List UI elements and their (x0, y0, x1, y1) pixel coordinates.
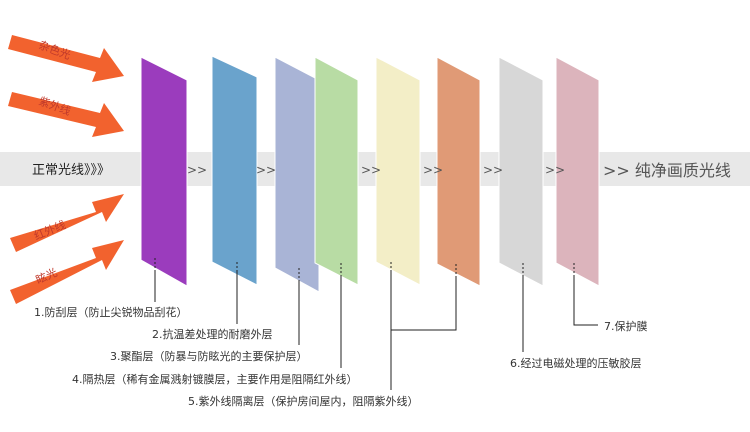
layer-adhesive (436, 56, 481, 287)
chevron-3: >> (361, 163, 381, 177)
layer-uv-isolation (375, 56, 421, 286)
output-light-label: >> 纯净画质光线 (603, 161, 731, 180)
arrow-label-infrared: 红外线 (32, 217, 68, 242)
legend-item-1: 1.防刮层（防止尖锐物品刮花） (34, 305, 188, 319)
layer-electromagnetic (498, 56, 544, 287)
chevron-6: >> (545, 163, 565, 177)
layer-heat-insulation (314, 56, 359, 286)
arrow-infrared: 红外线 (10, 194, 124, 252)
legend-item-5: 5.紫外线隔离层（保护房间屋内，阻隔紫外线） (188, 394, 419, 408)
chevron-4: >> (423, 163, 443, 177)
layer-wear-resistant (211, 55, 258, 286)
legend-item-7: 7.保护膜 (604, 319, 648, 333)
chevron-1: >> (187, 163, 207, 177)
legend-item-4: 4.隔热层（稀有金属溅射镀膜层，主要作用是阻隔红外线） (72, 372, 358, 386)
chevron-2: >> (256, 163, 276, 177)
chevron-5: >> (483, 163, 503, 177)
arrow-ultraviolet: 紫外线 (8, 92, 124, 137)
light-band (0, 152, 750, 186)
arrow-stray-light: 杂色光 (8, 35, 124, 82)
layer-polyester (274, 56, 320, 293)
leader-5-branch (391, 276, 457, 331)
layer-protective-film (555, 56, 600, 287)
legend-item-2: 2.抗温差处理的耐磨外层 (152, 327, 273, 341)
layer-scratch-resistant (140, 56, 188, 287)
legend-item-3: 3.聚酯层（防暴与防眩光的主要保护层） (110, 349, 308, 363)
legend-item-6: 6.经过电磁处理的压敏胶层 (510, 356, 642, 370)
leader-7 (573, 275, 598, 326)
arrow-glare: 眩光 (10, 240, 124, 304)
incoming-light-label: 正常光线》》》 (32, 163, 110, 178)
